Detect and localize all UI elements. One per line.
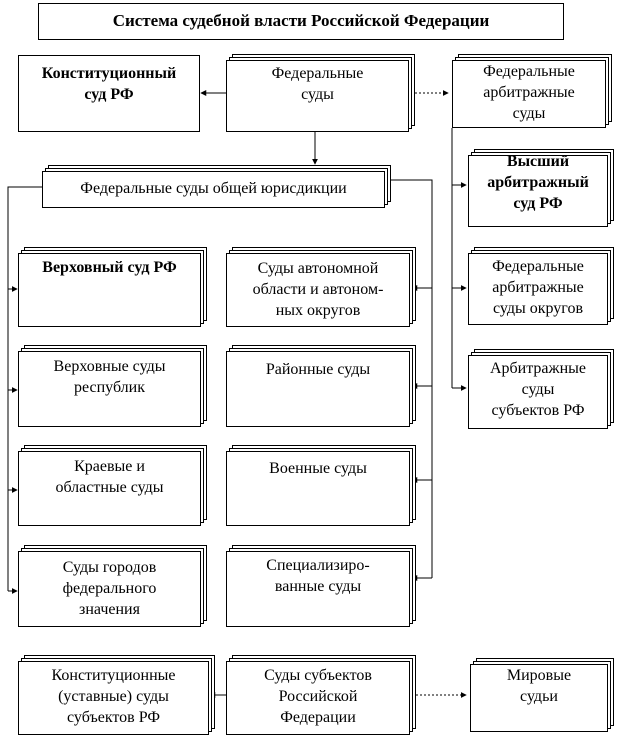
left-branch-line — [7, 186, 42, 591]
node-label: Федеральные суды — [271, 65, 364, 103]
node-label: Мировые судьи — [506, 667, 572, 705]
node-constitutional-court: Конституционный суд РФ — [18, 55, 200, 132]
node-label: Федеральные суды общей юрисдикции — [80, 180, 347, 197]
node-federal-courts: Федеральные суды — [226, 60, 409, 132]
node-label: Высший арбитражный суд РФ — [487, 153, 589, 212]
node-regional-courts: Краевые и областные суды — [18, 451, 201, 526]
node-specialized-courts: Специализиро- ванные суды — [226, 551, 410, 627]
node-general-jurisdiction: Федеральные суды общей юрисдикции — [42, 171, 385, 208]
node-autonomous-courts: Суды автономной области и автоном- ных о… — [226, 253, 410, 327]
node-label: Федеральные арбитражные суды — [483, 63, 575, 122]
node-label: Верховный суд РФ — [42, 259, 177, 276]
node-federal-city-courts: Суды городов федерального значения — [18, 551, 201, 627]
node-label: Суды городов федерального значения — [62, 559, 157, 618]
node-label: Специализиро- ванные суды — [266, 557, 370, 595]
node-label: Районные суды — [265, 361, 371, 378]
node-district-courts: Районные суды — [226, 351, 410, 427]
node-subject-constitutional-courts: Конституционные (уставные) суды субъекто… — [18, 661, 209, 735]
node-supreme-court: Верховный суд РФ — [18, 253, 201, 327]
node-justices-of-peace: Мировые судьи — [470, 664, 608, 732]
node-federal-arbitration-courts: Федеральные арбитражные суды — [452, 60, 606, 128]
node-label: Федеральные арбитражные суды округов — [492, 258, 584, 317]
middle-branch-line — [383, 179, 433, 578]
node-label: Конституционные (уставные) суды субъекто… — [51, 667, 176, 726]
node-label: Военные суды — [269, 460, 367, 477]
node-subject-courts: Суды субъектов Российской Федерации — [226, 661, 410, 735]
node-supreme-arbitration-court: Высший арбитражный суд РФ — [468, 153, 608, 227]
diagram-title: Система судебной власти Российской Федер… — [112, 11, 490, 30]
node-label: Суды субъектов Российской Федерации — [264, 667, 372, 726]
diagram-title-box: Система судебной власти Российской Федер… — [38, 3, 564, 40]
node-label: Арбитражные суды субъектов РФ — [489, 360, 586, 419]
node-label: Конституционный суд РФ — [41, 65, 177, 103]
node-military-courts: Военные суды — [226, 451, 410, 526]
node-district-arbitration-courts: Федеральные арбитражные суды округов — [468, 253, 608, 325]
node-label: Краевые и областные суды — [55, 458, 164, 496]
node-republic-supreme-courts: Верховные суды республик — [18, 351, 201, 427]
node-label: Верховные суды республик — [53, 358, 166, 396]
node-subject-arbitration-courts: Арбитражные суды субъектов РФ — [468, 355, 608, 429]
node-label: Суды автономной области и автоном- ных о… — [252, 260, 384, 319]
